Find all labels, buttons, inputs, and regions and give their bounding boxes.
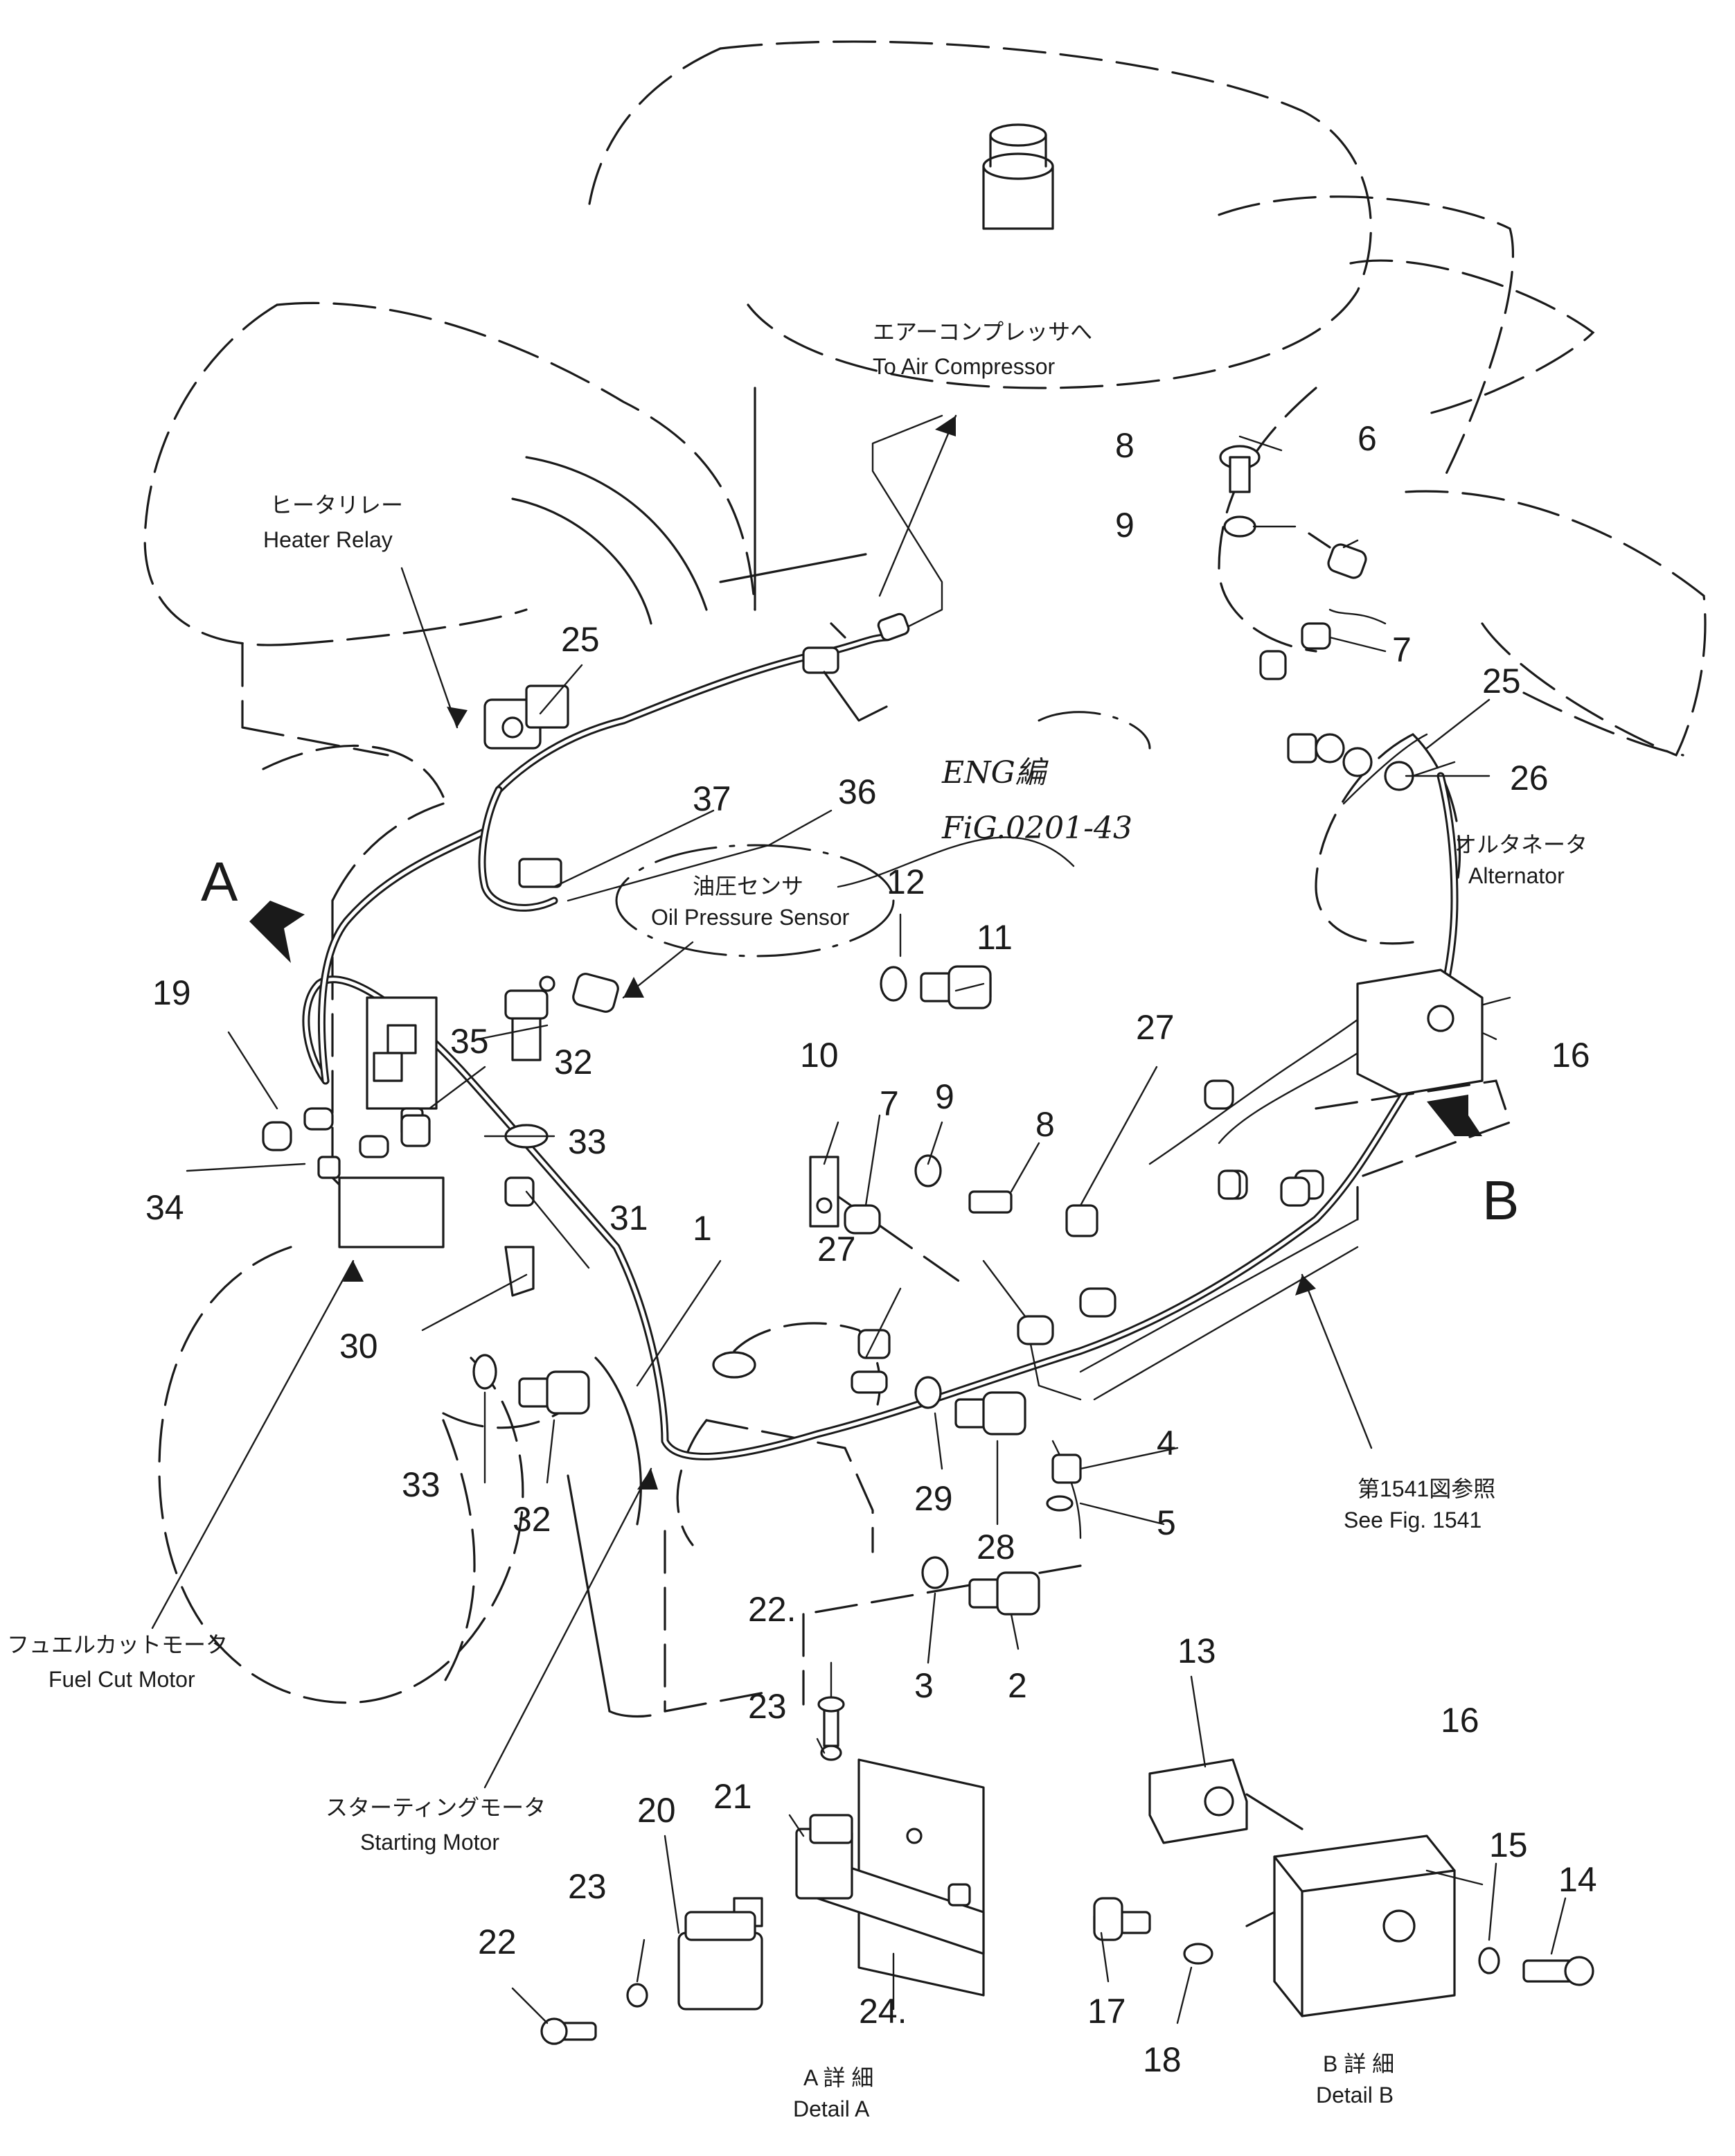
callout: 6 (1358, 419, 1377, 458)
fuel-cut-motor-ja: フュエルカットモータ (7, 1632, 228, 1657)
callout: 1 (693, 1209, 712, 1248)
callout: 9 (1115, 506, 1135, 545)
callout: 11 (977, 918, 1013, 957)
callout: 27 (1136, 1008, 1175, 1047)
callout-numbers: 1 2 3 4 5 6 7 7 8 8 9 9 10 11 12 13 14 1… (145, 419, 1597, 2079)
callout: 25 (1482, 662, 1521, 700)
callout: 18 (1143, 2040, 1182, 2079)
callout: 33 (568, 1122, 607, 1161)
alternator-en: Alternator (1468, 863, 1565, 888)
callout: 8 (1035, 1105, 1055, 1144)
callout: 17 (1087, 1992, 1126, 2031)
callout: 13 (1177, 1632, 1216, 1670)
callout: 32 (554, 1043, 593, 1081)
radiator-outline (587, 40, 1372, 611)
callout: 4 (1157, 1424, 1176, 1463)
callout: 22. (748, 1590, 797, 1629)
callout: 25 (561, 620, 600, 659)
callout: 14 (1558, 1860, 1597, 1899)
callout: 15 (1489, 1826, 1528, 1864)
callout: 2 (1008, 1666, 1027, 1705)
harness-1541-stub (1079, 1169, 1359, 1401)
view-arrows (249, 901, 1482, 1136)
callout: 7 (1392, 630, 1412, 669)
callout: 16 (1551, 1036, 1590, 1075)
view-b-label: B (1482, 1169, 1519, 1231)
cooling-fan-outline (1218, 195, 1707, 757)
air-compressor-en: To Air Compressor (873, 354, 1056, 379)
callout: 31 (610, 1199, 648, 1237)
callout: 30 (339, 1327, 378, 1366)
callout: 5 (1157, 1503, 1176, 1542)
callout: 23 (568, 1867, 607, 1906)
callout: 32 (513, 1500, 551, 1539)
heater-relay-ja: ヒータリレー (270, 493, 403, 518)
callout: 23 (748, 1687, 787, 1726)
callout: 12 (887, 863, 925, 901)
eng-note-line2: FiG.0201-43 (941, 811, 1132, 846)
callout: 37 (693, 779, 731, 818)
callout: 21 (713, 1777, 752, 1816)
text-labels: エアーコンプレッサへ To Air Compressor ヒータリレー Heat… (7, 319, 1587, 2121)
callout: 28 (977, 1528, 1015, 1566)
callout: 34 (145, 1188, 184, 1227)
see-fig-en: See Fig. 1541 (1344, 1508, 1482, 1532)
starting-motor-ja: スターティングモータ (326, 1795, 546, 1820)
eng-note-line1: ENG編 (941, 755, 1049, 790)
callout: 8 (1115, 426, 1135, 465)
callout: 24. (859, 1992, 907, 2031)
callout: 35 (450, 1022, 489, 1061)
oil-pressure-sensor-en: Oil Pressure Sensor (651, 905, 850, 930)
callout: 26 (1510, 759, 1549, 797)
fuel-cut-motor-en: Fuel Cut Motor (48, 1667, 195, 1692)
air-cleaner-outline (143, 301, 756, 798)
air-compressor-ja: エアーコンプレッサへ (873, 319, 1092, 344)
callout: 16 (1441, 1701, 1479, 1740)
callout: 36 (838, 772, 877, 811)
callout: 27 (817, 1230, 856, 1269)
leader-lines (151, 414, 1567, 2024)
detail-a-ja: A 詳 細 (803, 2065, 873, 2090)
alternator-outline (1315, 733, 1461, 945)
detail-a-en: Detail A (793, 2096, 870, 2121)
engine-block-outline (331, 711, 1512, 1706)
starting-motor-body (676, 1322, 881, 1553)
harness-components (262, 445, 1484, 1616)
relay-board (366, 996, 438, 1110)
callout: 19 (152, 973, 191, 1012)
starting-motor-en: Starting Motor (360, 1830, 499, 1855)
heater-relay-en: Heater Relay (263, 527, 393, 552)
detail-a-assembly (540, 1696, 985, 2045)
callout: 9 (935, 1077, 954, 1116)
callout: 7 (880, 1084, 899, 1123)
detail-b-en: Detail B (1316, 2083, 1394, 2108)
see-fig-ja: 第1541図参照 (1358, 1476, 1495, 1501)
oil-pressure-sensor-ja: 油圧センサ (693, 874, 803, 899)
callout: 33 (402, 1465, 441, 1504)
callout: 20 (637, 1791, 676, 1830)
alternator-ja: オルタネータ (1454, 832, 1587, 857)
detail-b-ja: B 詳 細 (1323, 2051, 1394, 2076)
oil-pressure-sensor (539, 973, 619, 1013)
callout: 22 (478, 1923, 517, 1961)
callout: 10 (800, 1036, 839, 1075)
callout: 29 (914, 1479, 953, 1518)
oil-sensor-highlight (615, 844, 895, 957)
detail-b-assembly (1093, 1758, 1594, 2017)
view-a-label: A (201, 851, 238, 912)
callout: 3 (914, 1666, 934, 1705)
unit-16-installed (1356, 969, 1484, 1096)
